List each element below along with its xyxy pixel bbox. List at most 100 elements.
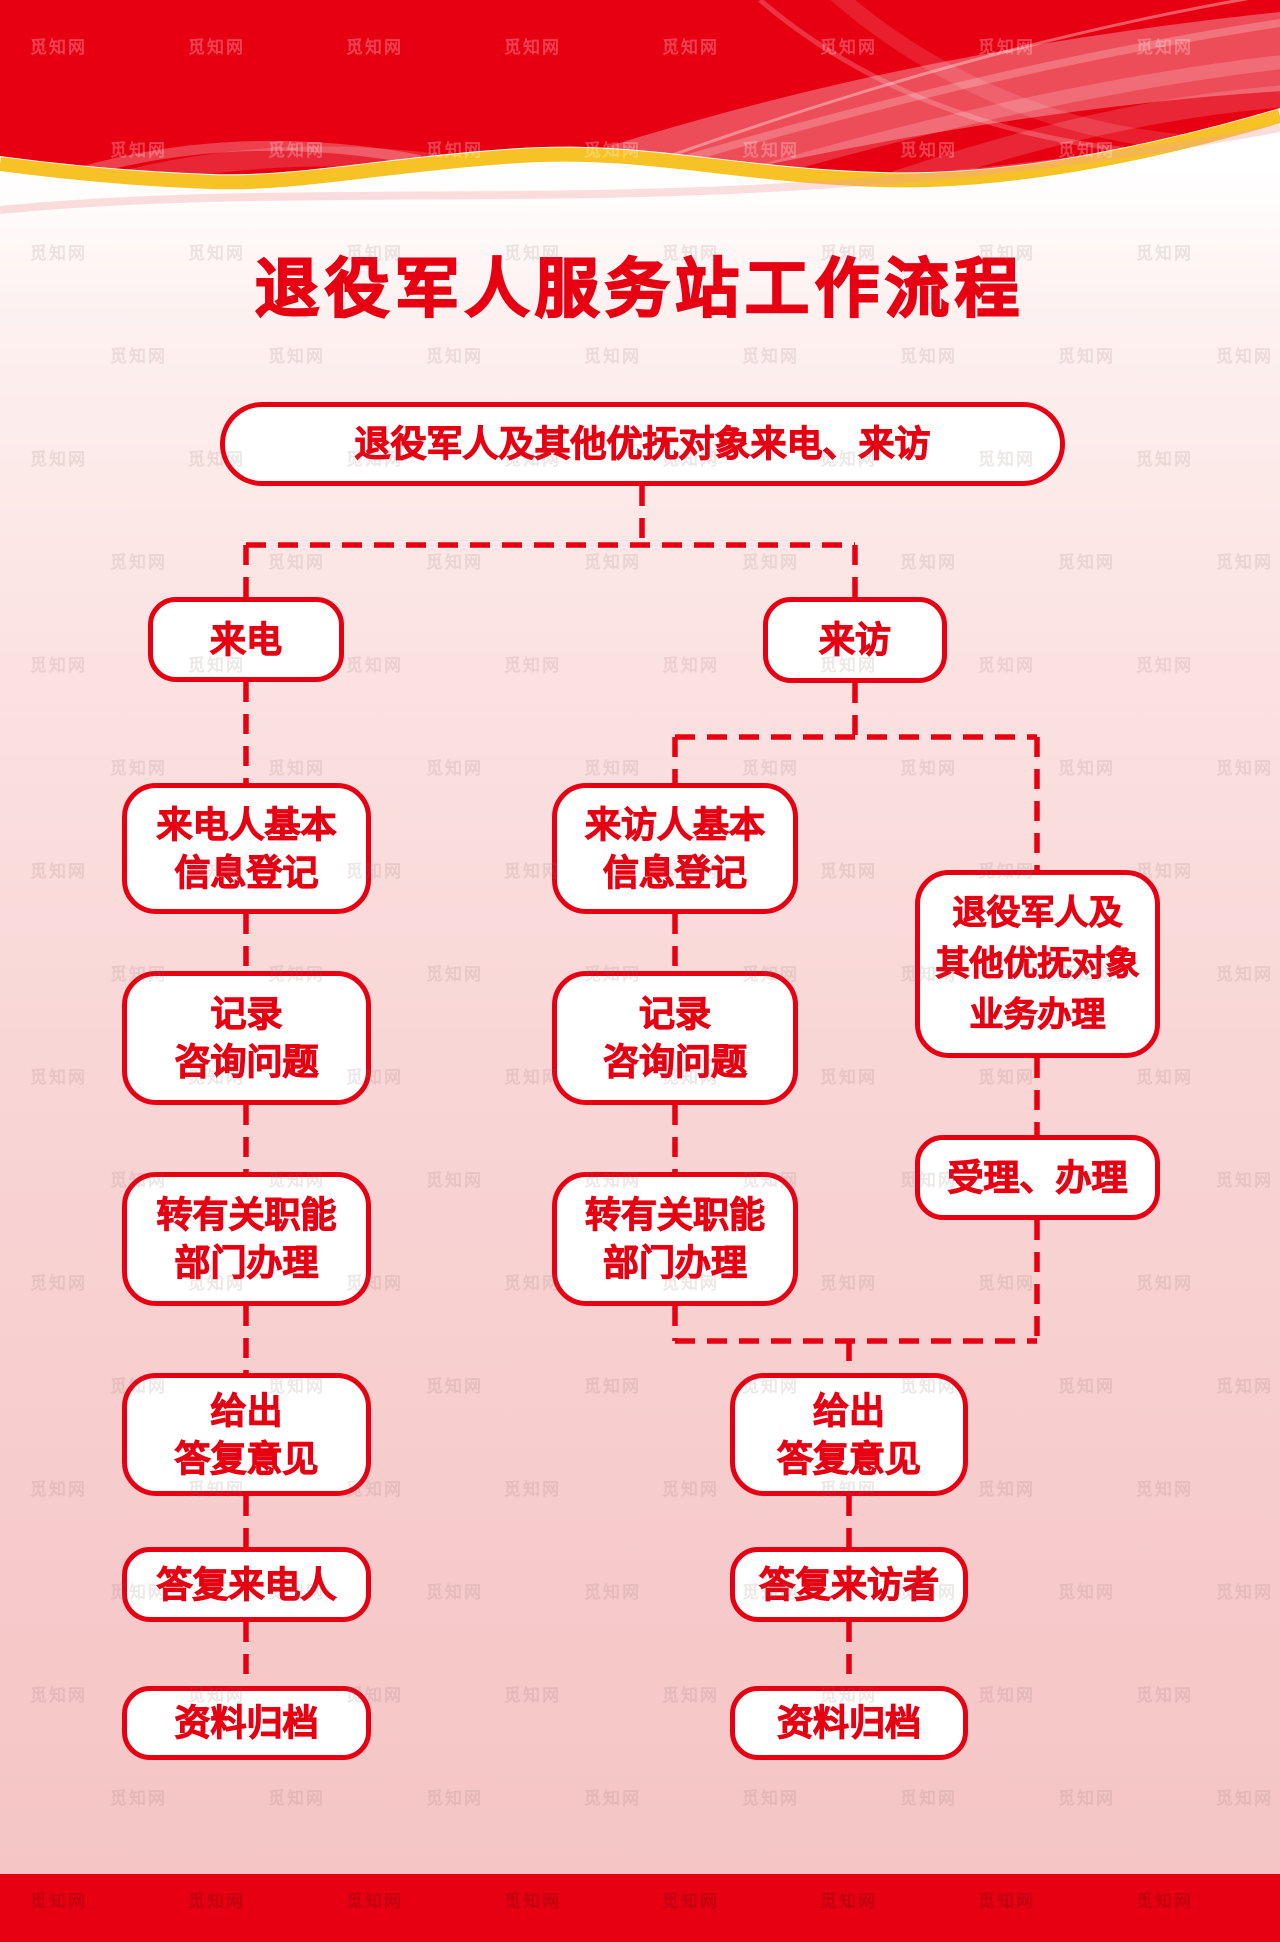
watermark-text: 觅知网 xyxy=(584,1583,641,1602)
watermark-text: 觅知网 xyxy=(188,38,245,57)
watermark-text: 觅知网 xyxy=(584,553,641,572)
watermark-text: 觅知网 xyxy=(584,759,641,778)
watermark-text: 觅知网 xyxy=(30,450,87,469)
watermark-text: 觅知网 xyxy=(978,656,1035,675)
flow-node-give-reply-opinion-visit: 给出 答复意见 xyxy=(730,1373,968,1496)
watermark-text: 觅知网 xyxy=(742,553,799,572)
watermark-text: 觅知网 xyxy=(30,1686,87,1705)
watermark-text: 觅知网 xyxy=(1058,141,1115,160)
watermark-text: 觅知网 xyxy=(584,347,641,366)
watermark-text: 觅知网 xyxy=(1058,347,1115,366)
watermark-text: 觅知网 xyxy=(110,759,167,778)
watermark-text: 觅知网 xyxy=(1216,347,1273,366)
watermark-text: 觅知网 xyxy=(742,141,799,160)
flow-node-transfer-department-call: 转有关职能 部门办理 xyxy=(122,1172,371,1306)
watermark-text: 觅知网 xyxy=(1136,656,1193,675)
watermark-text: 觅知网 xyxy=(426,1583,483,1602)
watermark-text: 觅知网 xyxy=(742,347,799,366)
watermark-text: 觅知网 xyxy=(110,1789,167,1808)
watermark-text: 觅知网 xyxy=(742,1789,799,1808)
flow-node-caller-info-registration: 来电人基本 信息登记 xyxy=(122,783,371,914)
watermark-text: 觅知网 xyxy=(268,1789,325,1808)
watermark-text: 觅知网 xyxy=(268,759,325,778)
watermark-text: 觅知网 xyxy=(1216,141,1273,160)
watermark-text: 觅知网 xyxy=(30,1274,87,1293)
watermark-text: 觅知网 xyxy=(1058,1789,1115,1808)
watermark-text: 觅知网 xyxy=(900,347,957,366)
watermark-text: 觅知网 xyxy=(900,141,957,160)
flow-node-incoming-visit: 来访 xyxy=(763,597,947,683)
flow-node-record-inquiry-visit: 记录 咨询问题 xyxy=(552,971,798,1105)
watermark-text: 觅知网 xyxy=(268,553,325,572)
watermark-text: 觅知网 xyxy=(504,1686,561,1705)
watermark-text: 觅知网 xyxy=(30,656,87,675)
watermark-text: 觅知网 xyxy=(820,1274,877,1293)
header-wave-decoration xyxy=(0,0,1280,214)
watermark-text: 觅知网 xyxy=(346,656,403,675)
watermark-text: 觅知网 xyxy=(1136,1686,1193,1705)
flow-node-archive-visit: 资料归档 xyxy=(730,1686,968,1760)
watermark-text: 觅知网 xyxy=(30,1480,87,1499)
watermark-text: 觅知网 xyxy=(1216,1789,1273,1808)
watermark-text: 觅知网 xyxy=(1136,38,1193,57)
watermark-text: 觅知网 xyxy=(1136,1068,1193,1087)
flow-node-visitor-info-registration: 来访人基本 信息登记 xyxy=(552,783,798,914)
flow-node-veteran-business-handling: 退役军人及 其他优抚对象 业务办理 xyxy=(915,870,1160,1058)
watermark-text: 觅知网 xyxy=(978,38,1035,57)
watermark-text: 觅知网 xyxy=(662,656,719,675)
watermark-text: 觅知网 xyxy=(426,965,483,984)
flow-node-transfer-department-visit: 转有关职能 部门办理 xyxy=(552,1172,798,1306)
watermark-text: 觅知网 xyxy=(1216,1583,1273,1602)
flow-node-accept-handle: 受理、办理 xyxy=(915,1135,1160,1220)
watermark-text: 觅知网 xyxy=(426,1171,483,1190)
watermark-text: 觅知网 xyxy=(30,38,87,57)
watermark-text: 觅知网 xyxy=(1216,965,1273,984)
watermark-text: 觅知网 xyxy=(820,1068,877,1087)
watermark-text: 觅知网 xyxy=(110,347,167,366)
flow-node-start: 退役军人及其他优抚对象来电、来访 xyxy=(220,402,1065,486)
watermark-text: 觅知网 xyxy=(584,1377,641,1396)
watermark-text: 觅知网 xyxy=(110,141,167,160)
watermark-text: 觅知网 xyxy=(426,141,483,160)
watermark-text: 觅知网 xyxy=(900,553,957,572)
watermark-text: 觅知网 xyxy=(978,1274,1035,1293)
flow-node-incoming-call: 来电 xyxy=(148,597,344,682)
watermark-text: 觅知网 xyxy=(426,1789,483,1808)
watermark-text: 觅知网 xyxy=(978,1480,1035,1499)
watermark-text: 觅知网 xyxy=(900,759,957,778)
header-swirl-pattern xyxy=(0,0,1280,175)
watermark-text: 觅知网 xyxy=(1216,553,1273,572)
watermark-text: 觅知网 xyxy=(820,862,877,881)
watermark-text: 觅知网 xyxy=(1216,1377,1273,1396)
page-title: 退役军人服务站工作流程 xyxy=(254,252,1025,326)
watermark-text: 觅知网 xyxy=(426,759,483,778)
watermark-text: 觅知网 xyxy=(426,347,483,366)
watermark-text: 觅知网 xyxy=(346,38,403,57)
flow-node-give-reply-opinion-call: 给出 答复意见 xyxy=(122,1373,371,1496)
flow-node-archive-call: 资料归档 xyxy=(122,1686,371,1760)
watermark-text: 觅知网 xyxy=(1058,553,1115,572)
watermark-text: 觅知网 xyxy=(504,1480,561,1499)
watermark-text: 觅知网 xyxy=(662,1480,719,1499)
flow-node-reply-visitor: 答复来访者 xyxy=(730,1547,968,1622)
watermark-text: 觅知网 xyxy=(584,1789,641,1808)
watermark-text: 觅知网 xyxy=(662,1686,719,1705)
watermark-text: 觅知网 xyxy=(110,553,167,572)
watermark-text: 觅知网 xyxy=(1136,450,1193,469)
watermark-text: 觅知网 xyxy=(662,38,719,57)
watermark-text: 觅知网 xyxy=(978,1068,1035,1087)
watermark-text: 觅知网 xyxy=(30,862,87,881)
flow-node-reply-caller: 答复来电人 xyxy=(122,1547,371,1622)
watermark-text: 觅知网 xyxy=(1136,1480,1193,1499)
watermark-text: 觅知网 xyxy=(1136,1274,1193,1293)
watermark-text: 觅知网 xyxy=(742,759,799,778)
watermark-text: 觅知网 xyxy=(1058,1583,1115,1602)
watermark-text: 觅知网 xyxy=(268,141,325,160)
watermark-text: 觅知网 xyxy=(820,38,877,57)
footer-red-band xyxy=(0,1874,1280,1942)
watermark-text: 觅知网 xyxy=(900,1789,957,1808)
watermark-text: 觅知网 xyxy=(1216,1171,1273,1190)
watermark-text: 觅知网 xyxy=(1058,1377,1115,1396)
watermark-text: 觅知网 xyxy=(1216,759,1273,778)
